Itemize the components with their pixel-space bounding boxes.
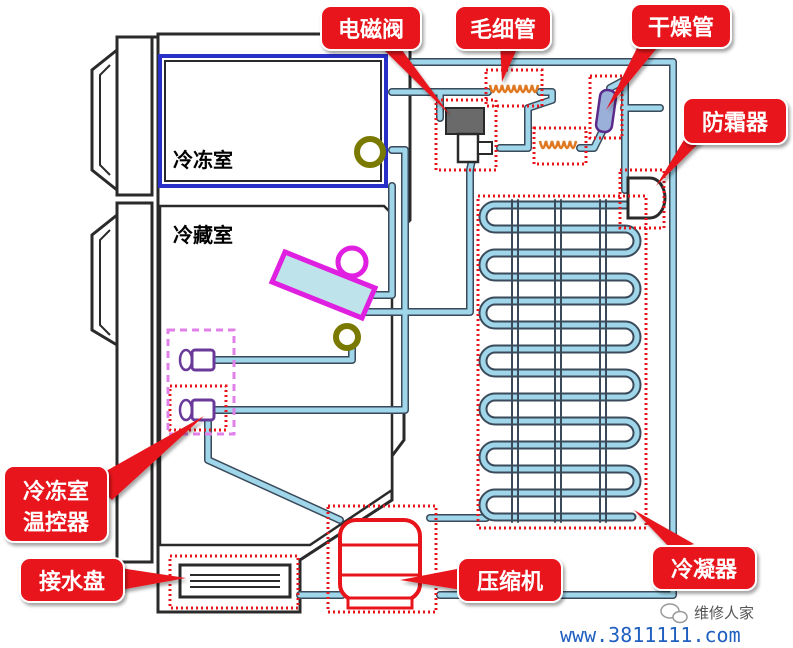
fridge-pipe-ring [333,323,361,351]
drier-label: 干燥管 [648,15,714,41]
capillary-label: 毛细管 [470,17,536,43]
watermark-url: www.3811111.com [560,623,741,647]
solenoid-valve [445,107,493,164]
capillary-callout [454,5,552,51]
thermostat-group-box [166,328,236,436]
highlight-boxes [168,68,666,614]
freezer-compartment-box [158,54,388,188]
solenoid-valve-label: 电磁阀 [338,17,404,43]
watermark: 维修人家 www.3811111.com [560,603,754,647]
drip-tray-callout [19,557,125,603]
callouts: 电磁阀 毛细管 干燥管 防霜器 冷冻室 温控器 接水盘 压缩机 冷凝器 [3,3,788,603]
freezer-pipe-ring [354,136,386,168]
condenser-label: 冷凝器 [671,557,738,583]
freezer-thermostat [178,348,216,422]
watermark-brand: 维修人家 [694,604,754,622]
drip-tray-label: 接水盘 [39,569,105,595]
anti-frost-label: 防霜器 [702,111,769,136]
solenoid-valve-callout [320,5,422,51]
drier-callout [630,3,732,49]
condenser-callout [651,545,757,591]
compressor [338,518,422,610]
fridge-label: 冷藏室 [173,223,233,247]
thermostat-callout [3,465,109,543]
wechat-icon [660,603,688,624]
evaporator [268,245,379,322]
thermostat-label-line1: 冷冻室 [23,479,89,505]
anti-frost-callout [682,97,788,145]
compressor-callout [457,557,563,603]
thermostat-label-line2: 温控器 [23,510,90,536]
condenser-coil [478,199,642,523]
freezer-label: 冷冻室 [173,148,233,172]
compressor-label: 压缩机 [477,569,543,595]
drip-tray [178,563,292,599]
capillary-coils [488,84,578,150]
